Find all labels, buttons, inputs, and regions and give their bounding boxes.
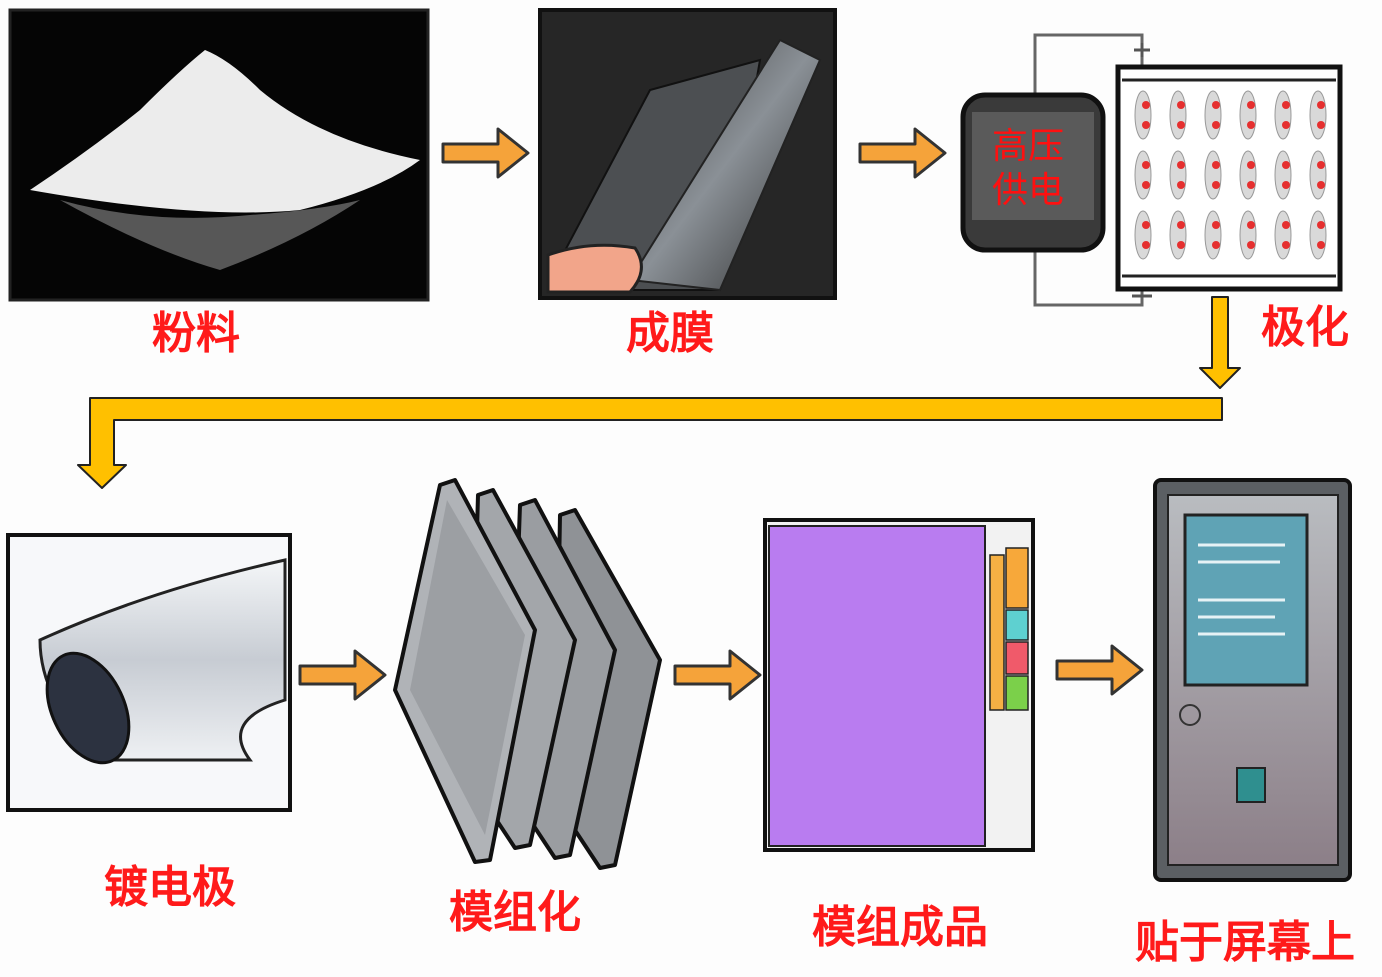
arrow-right-icon [858, 127, 947, 179]
arrow-right-icon [1055, 644, 1144, 696]
charge-dot [1282, 221, 1290, 229]
charge-dot [1247, 181, 1255, 189]
dipole-icon [1134, 210, 1152, 260]
charge-dot [1142, 221, 1150, 229]
arrow-right-icon [298, 649, 387, 701]
dipole-icon [1169, 150, 1187, 200]
label-finished-module: 模组成品 [812, 902, 988, 953]
charge-dot [1317, 241, 1325, 249]
charge-dot [1177, 241, 1185, 249]
dipole-icon [1274, 150, 1292, 200]
dipole-icon [1204, 150, 1222, 200]
dipole-icon [1134, 90, 1152, 140]
dipole-icon [1169, 210, 1187, 260]
charge-dot [1282, 181, 1290, 189]
label-modularization: 模组化 [449, 887, 581, 938]
dipole-icon [1309, 210, 1327, 260]
charge-dot [1142, 161, 1150, 169]
power-supply-label-line1: 高压 [992, 126, 1064, 167]
label-polarization: 极化 [1261, 302, 1349, 353]
charge-dot [1177, 121, 1185, 129]
charge-dot [1247, 121, 1255, 129]
dipole-icon [1134, 150, 1152, 200]
dipole-icon [1204, 90, 1222, 140]
dipole-icon [1204, 210, 1222, 260]
dipole-icon [1309, 150, 1327, 200]
charge-dot [1142, 241, 1150, 249]
charge-dot [1247, 161, 1255, 169]
dipole-icon [1274, 210, 1292, 260]
charge-dot [1317, 221, 1325, 229]
charge-dot [1212, 241, 1220, 249]
polarization-panel [1115, 64, 1343, 292]
dipole-icon [1309, 90, 1327, 140]
label-film: 成膜 [626, 308, 714, 359]
charge-dot [1282, 101, 1290, 109]
charge-dot [1212, 121, 1220, 129]
charge-dot [1177, 101, 1185, 109]
charge-dot [1247, 101, 1255, 109]
charge-dot [1177, 161, 1185, 169]
label-electrode-plating: 镀电极 [104, 862, 236, 913]
charge-dot [1247, 241, 1255, 249]
charge-dot [1317, 121, 1325, 129]
dipole-icon [1274, 90, 1292, 140]
charge-dot [1177, 221, 1185, 229]
charge-dot [1142, 181, 1150, 189]
label-powder: 粉料 [152, 308, 240, 359]
charge-dot [1142, 101, 1150, 109]
charge-dot [1317, 161, 1325, 169]
arrow-right-icon [673, 649, 762, 701]
connector-arrow [77, 296, 1241, 489]
dipole-icon [1239, 210, 1257, 260]
charge-dot [1212, 161, 1220, 169]
power-supply-label-line2: 供电 [992, 170, 1064, 211]
powder-image [8, 8, 430, 302]
phone-image [1153, 478, 1352, 882]
charge-dot [1212, 221, 1220, 229]
dipole-icon [1169, 90, 1187, 140]
dipole-icon [1239, 150, 1257, 200]
charge-dot [1212, 181, 1220, 189]
arrow-right-icon [441, 127, 530, 179]
charge-dot [1317, 101, 1325, 109]
finished-module-image [763, 518, 1035, 852]
charge-dot [1247, 221, 1255, 229]
charge-dot [1142, 121, 1150, 129]
power-supply-box: 高压 供电 [960, 92, 1106, 253]
charge-dot [1282, 241, 1290, 249]
stacked-plates-image [393, 478, 662, 870]
dipole-icon [1239, 90, 1257, 140]
charge-dot [1177, 181, 1185, 189]
electrode-roll-image [6, 533, 292, 812]
label-attach-to-screen: 贴于屏幕上 [1135, 917, 1355, 968]
wiring [1033, 33, 1152, 307]
charge-dot [1317, 181, 1325, 189]
charge-dot [1282, 121, 1290, 129]
charge-dot [1282, 161, 1290, 169]
charge-dot [1212, 101, 1220, 109]
film-image [538, 8, 837, 300]
